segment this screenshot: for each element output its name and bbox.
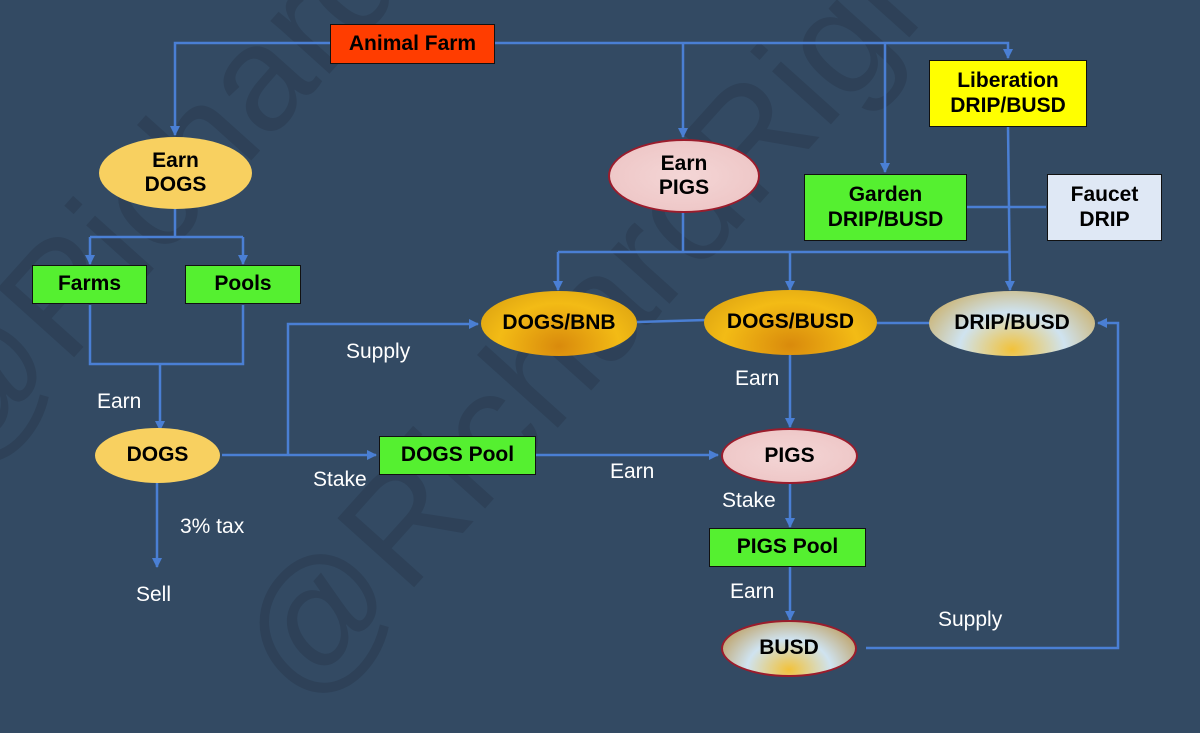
connector-lines xyxy=(85,41,1120,650)
farms-box: Farms xyxy=(32,265,147,304)
earn-pigs-line1: Earn xyxy=(660,151,708,175)
dogs-pool-label: DOGS Pool xyxy=(400,443,515,467)
faucet-line2: DRIP xyxy=(1079,207,1130,231)
garden-line1: Garden xyxy=(848,183,923,207)
earn-dogs-line1: Earn xyxy=(152,148,199,172)
dogs-pool-box: DOGS Pool xyxy=(379,436,536,475)
earn-label-mid: Earn xyxy=(610,460,655,483)
earn-label-pigspool: Earn xyxy=(730,580,775,603)
earn-pigs-line2: PIGS xyxy=(658,176,710,199)
dogs-bnb-ellipse: DOGS/BNB xyxy=(481,291,637,356)
animal-farm-box: Animal Farm xyxy=(330,24,495,64)
faucet-line1: Faucet xyxy=(1070,183,1139,207)
pigs-ellipse: PIGS xyxy=(721,428,858,484)
drip-busd-ellipse: DRIP/BUSD xyxy=(929,291,1095,356)
animal-farm-label: Animal Farm xyxy=(348,31,477,55)
pools-box: Pools xyxy=(185,265,301,304)
busd-label: BUSD xyxy=(759,636,819,660)
dogs-busd-ellipse: DOGS/BUSD xyxy=(704,290,877,355)
earn-label-dogsbusd: Earn xyxy=(735,367,780,390)
farms-label: Farms xyxy=(57,272,122,296)
liberation-line1: Liberation xyxy=(957,69,1059,93)
pigs-pool-label: PIGS Pool xyxy=(736,535,839,559)
earn-label-left: Earn xyxy=(97,390,142,413)
tax-label: 3% tax xyxy=(180,515,245,538)
dogs-busd-label: DOGS/BUSD xyxy=(726,310,855,334)
garden-line2: DRIP/BUSD xyxy=(827,207,944,231)
busd-ellipse: BUSD xyxy=(721,620,857,677)
drip-busd-label: DRIP/BUSD xyxy=(954,311,1070,335)
supply-label-bottom: Supply xyxy=(938,608,1003,631)
dogs-label: DOGS xyxy=(126,443,189,467)
pools-label: Pools xyxy=(214,272,272,296)
liberation-line2: DRIP/BUSD xyxy=(950,93,1066,117)
stake-label-pigs: Stake xyxy=(722,489,776,512)
dogs-ellipse: DOGS xyxy=(95,428,220,483)
pigs-pool-box: PIGS Pool xyxy=(709,528,866,567)
supply-label-top: Supply xyxy=(346,340,411,363)
earn-dogs-line2: DOGS xyxy=(144,173,207,196)
sell-label: Sell xyxy=(136,583,172,606)
stake-label-left: Stake xyxy=(313,468,367,491)
pigs-label: PIGS xyxy=(764,443,815,467)
dogs-bnb-label: DOGS/BNB xyxy=(502,311,616,335)
